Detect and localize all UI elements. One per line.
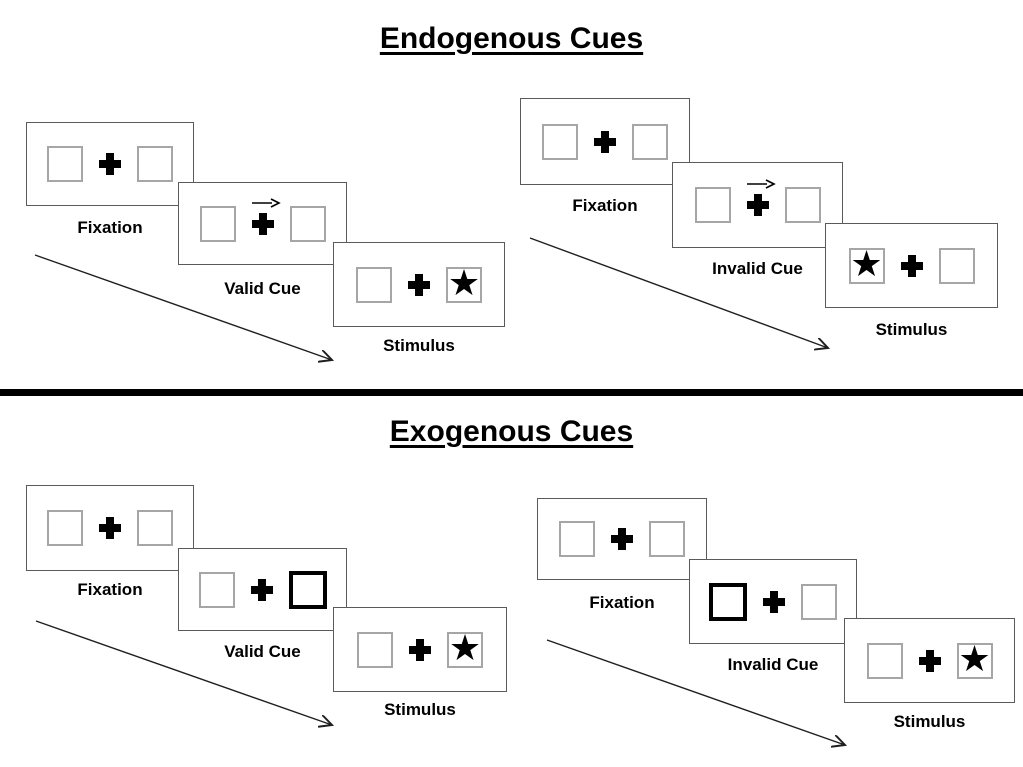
fixation-cross-icon <box>99 153 121 175</box>
left-box <box>356 266 392 303</box>
right-box <box>649 521 685 557</box>
left-box <box>357 631 393 668</box>
panel-exo-valid-stimulus: ★ <box>333 607 507 692</box>
panel-label: Fixation <box>77 580 143 599</box>
fixation-cross-icon <box>918 649 941 672</box>
left-box <box>694 187 731 223</box>
panel-label: Fixation <box>572 196 638 215</box>
left-box <box>47 146 83 182</box>
panel-endo-valid-fixation <box>26 122 194 206</box>
left-box <box>559 521 595 557</box>
right-box: ★ <box>447 627 483 669</box>
highlight-cue-box <box>288 570 327 609</box>
right-box <box>289 205 326 242</box>
panel-endo-invalid-fixation <box>520 98 690 185</box>
panel-label: Stimulus <box>875 320 948 339</box>
fixation-cross-icon <box>99 517 121 539</box>
panel-exo-invalid-fixation <box>537 498 707 580</box>
left-box <box>198 571 235 608</box>
right-arrow-cue-icon <box>251 197 281 208</box>
panel-endo-invalid-stimulus: ★ <box>825 223 998 308</box>
panel-endo-invalid-cue <box>672 162 843 248</box>
star-icon: ★ <box>958 638 991 680</box>
left-box: ★ <box>848 243 885 285</box>
right-box <box>801 583 837 620</box>
left-box <box>542 123 578 160</box>
panel-label: Stimulus <box>893 712 966 731</box>
right-box <box>137 146 173 182</box>
right-box <box>137 510 173 546</box>
exogenous-section-title: Exogenous Cues <box>389 415 634 448</box>
panel-label: Stimulus <box>383 336 455 355</box>
panel-endo-valid-stimulus: ★ <box>333 242 505 327</box>
right-box <box>938 247 975 284</box>
panel-label: Fixation <box>77 218 143 237</box>
fixation-cross-icon <box>251 197 281 235</box>
panel-endo-valid-cue <box>178 182 347 265</box>
star-icon: ★ <box>448 627 482 669</box>
right-box: ★ <box>446 262 482 304</box>
fixation-cross-icon <box>409 638 431 661</box>
star-icon: ★ <box>447 262 481 304</box>
right-arrow-cue-icon <box>746 179 776 189</box>
panel-label: Stimulus <box>384 700 456 719</box>
left-box <box>866 642 903 679</box>
fixation-cross-icon <box>250 578 273 601</box>
panel-label: Fixation <box>589 593 655 612</box>
fixation-cross-icon <box>611 528 633 550</box>
section-divider <box>0 389 1023 396</box>
timeline-arrow <box>34 254 342 368</box>
fixation-cross-icon <box>763 590 785 613</box>
panel-label: Valid Cue <box>224 642 301 661</box>
panel-label: Invalid Cue <box>727 655 819 674</box>
fixation-cross-icon <box>900 254 923 277</box>
highlight-cue-box <box>709 582 747 621</box>
timeline-arrow <box>546 639 856 753</box>
right-box <box>784 187 821 223</box>
fixation-cross-icon <box>594 130 616 153</box>
panel-label: Valid Cue <box>224 279 301 298</box>
left-box <box>47 510 83 546</box>
panel-exo-invalid-stimulus: ★ <box>844 618 1015 703</box>
right-box <box>632 123 668 160</box>
panel-label: Invalid Cue <box>712 259 803 278</box>
left-box <box>199 205 236 242</box>
fixation-cross-icon <box>746 179 776 216</box>
panel-exo-valid-fixation <box>26 485 194 571</box>
endogenous-section-title: Endogenous Cues <box>379 22 644 55</box>
panel-exo-invalid-cue <box>689 559 857 644</box>
star-icon: ★ <box>850 243 883 285</box>
timeline-arrow <box>35 620 343 733</box>
timeline-arrow <box>529 237 837 355</box>
fixation-cross-icon <box>408 273 430 296</box>
panel-exo-valid-cue <box>178 548 347 631</box>
right-box: ★ <box>956 638 993 680</box>
